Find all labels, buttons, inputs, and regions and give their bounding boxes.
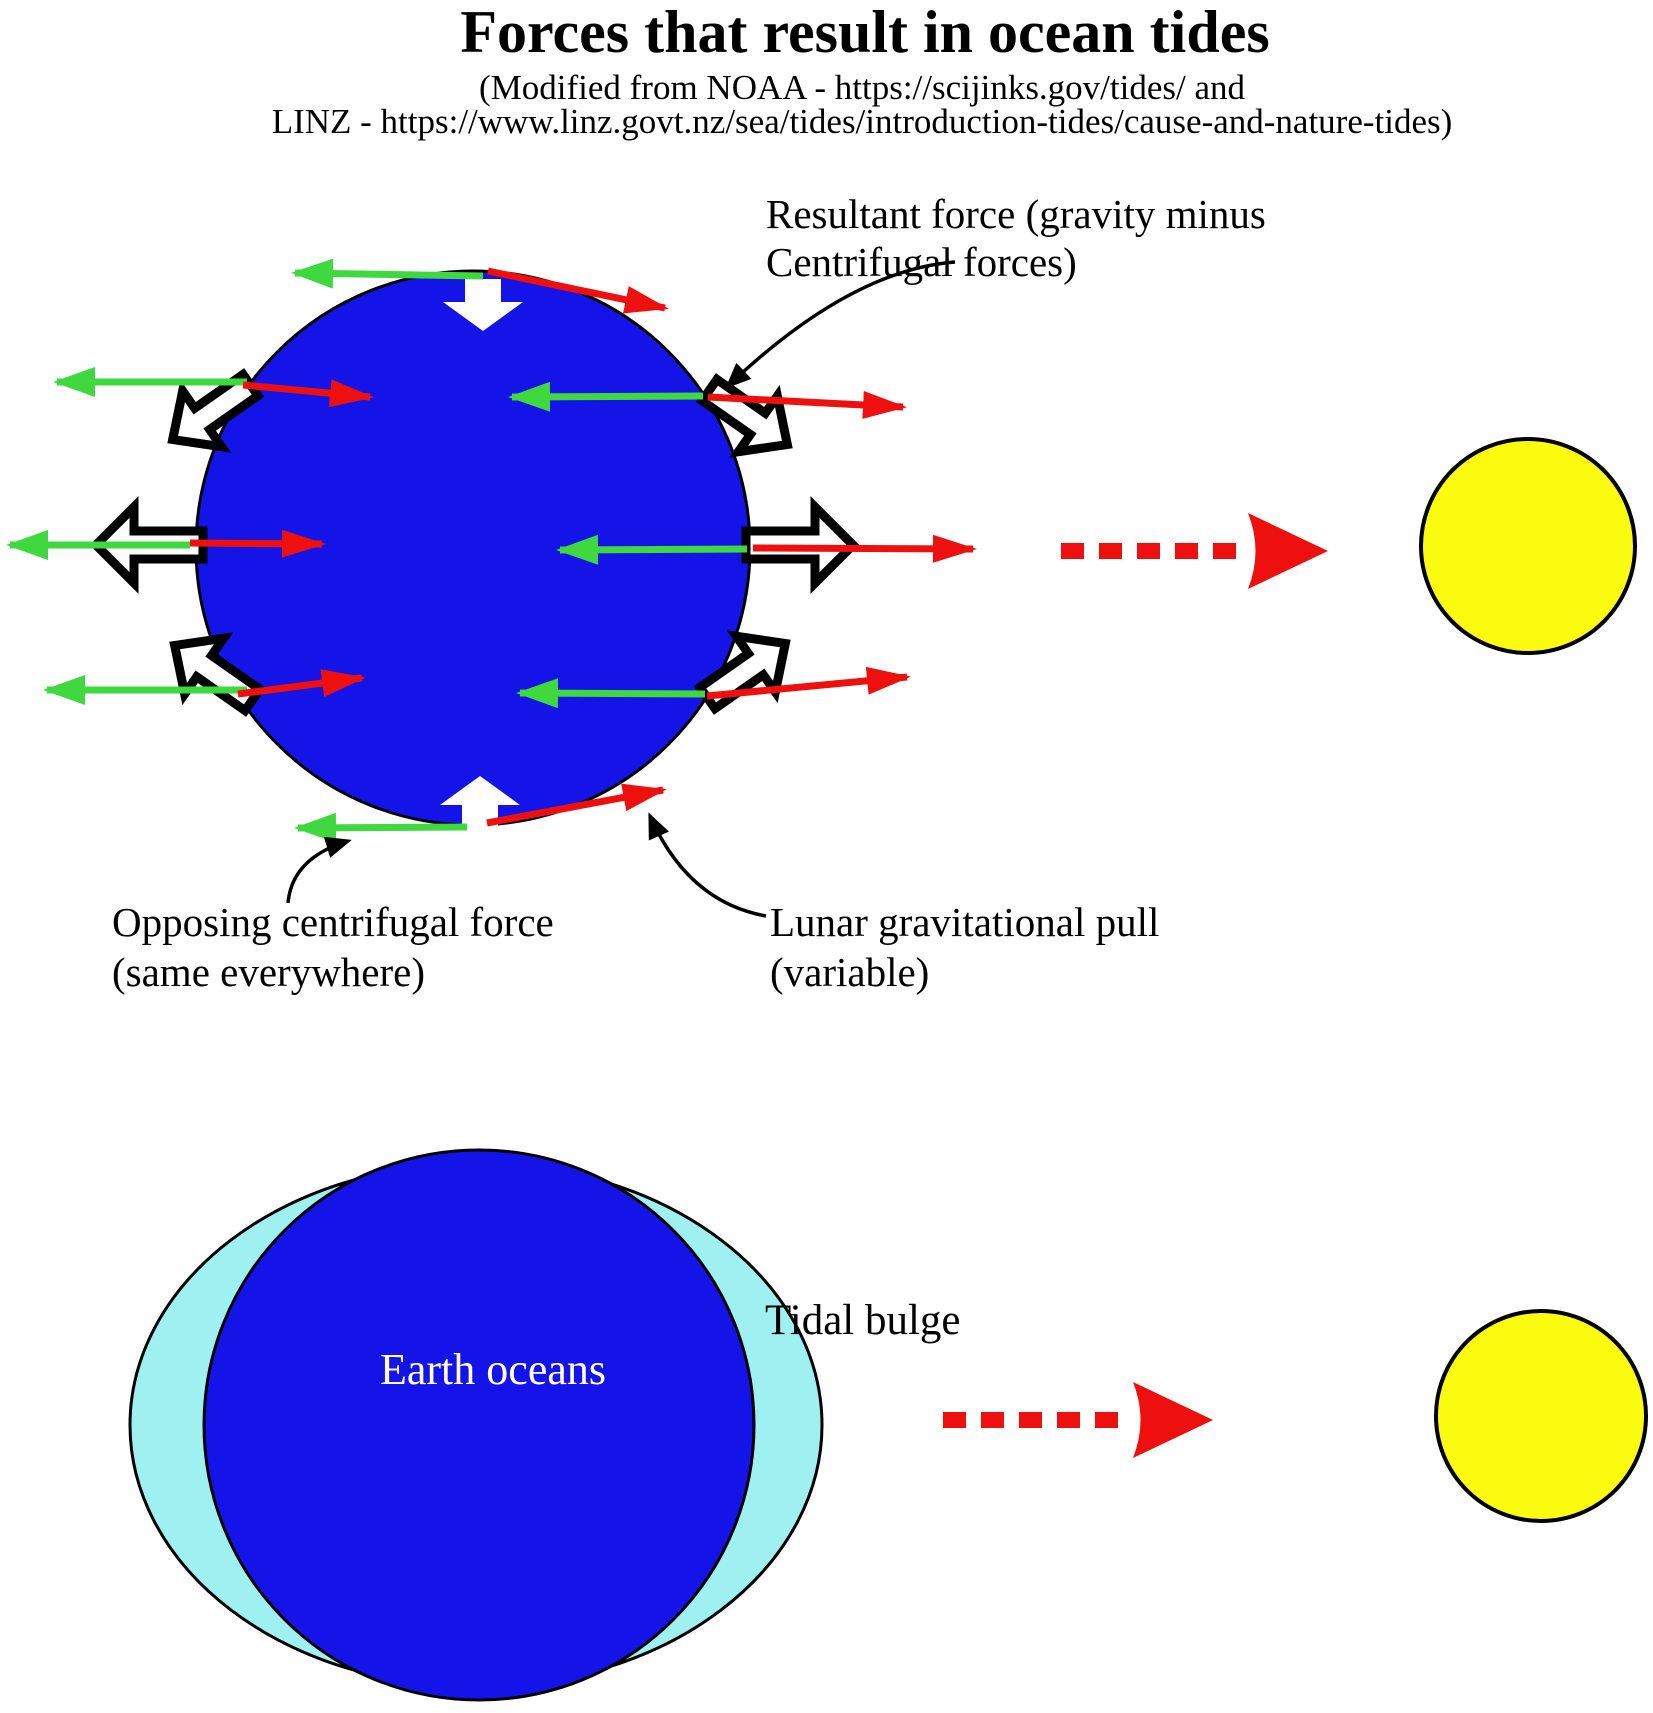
gravity-arrow-top (487, 267, 669, 314)
moon-circle-top (1419, 437, 1637, 655)
centrifugal-arrow-bottom (294, 812, 468, 843)
page-title: Forces that result in ocean tides (460, 0, 1269, 65)
gravity-label-line-1: Lunar gravitational pull (770, 899, 1159, 945)
moon-direction-arrow-bottom (943, 1382, 1213, 1458)
resultant-arrow-lower-right (693, 630, 791, 715)
resultant-arrow-bottom (440, 776, 520, 828)
gravity-arrow-lower-right (706, 666, 911, 700)
centrifugal-label-line-1: Opposing centrifugal force (112, 899, 554, 945)
gravity-arrow-right (752, 534, 977, 563)
resultant-pointer-curve (725, 260, 956, 389)
gravity-arrow-lower-left (237, 669, 366, 698)
gravity-arrow-bottom (486, 783, 667, 827)
tidal-bulge-label: Tidal bulge (765, 1297, 961, 1344)
resultant-label-line-1: Resultant force (gravity minus (766, 191, 1266, 237)
subtitle-line-2: LINZ - https://www.linz.govt.nz/sea/tide… (272, 102, 1453, 141)
resultant-label-line-2: Centrifugal forces) (766, 239, 1077, 285)
gravity-arrow-upper-left (242, 379, 374, 408)
earth-oceans-circle (202, 1148, 756, 1702)
gravity-arrow-left (189, 529, 326, 558)
centrifugal-arrow-lower-right (516, 678, 706, 709)
subtitle-line-1: (Modified from NOAA - https://scijinks.g… (479, 68, 1246, 107)
gravity-pointer-curve (648, 812, 767, 918)
centrifugal-label-line-2: (same everywhere) (112, 949, 425, 995)
moon-direction-arrow-top (1061, 513, 1328, 589)
moon-circle-bottom (1434, 1309, 1648, 1523)
earth-oceans-label: Earth oceans (380, 1345, 606, 1394)
centrifugal-arrow-top (291, 258, 484, 289)
resultant-arrow-top (443, 279, 523, 331)
centrifugal-arrow-upper-right (508, 381, 704, 412)
gravity-arrow-upper-right (707, 390, 907, 419)
gravity-label-line-2: (variable) (770, 949, 929, 995)
centrifugal-arrow-right (556, 534, 748, 565)
centrifugal-pointer-curve (286, 836, 352, 904)
